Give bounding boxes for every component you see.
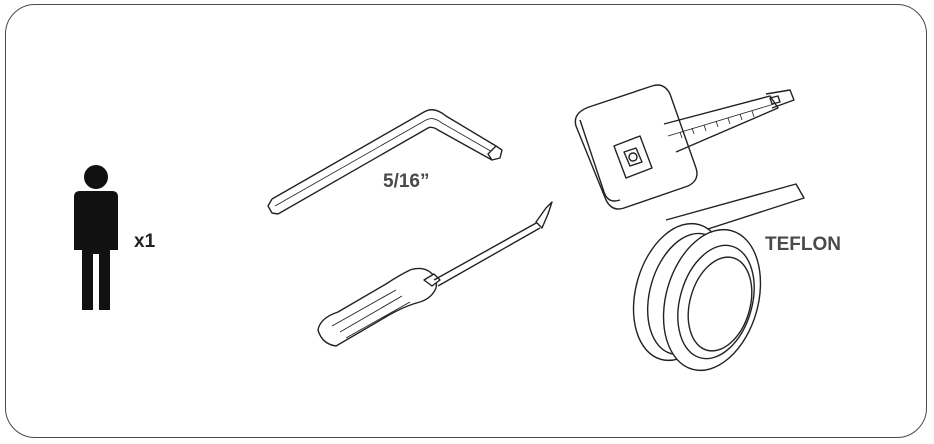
teflon-tape-icon xyxy=(632,183,805,372)
hex-key-icon xyxy=(267,109,503,215)
screwdriver-icon xyxy=(317,201,553,347)
person-icon xyxy=(74,165,118,310)
tools-panel xyxy=(5,4,927,438)
person-count-label: x1 xyxy=(134,231,156,252)
tape-measure-icon xyxy=(574,84,795,210)
teflon-tape-label: TEFLON xyxy=(765,234,841,255)
hex-key-size-label: 5/16” xyxy=(383,171,430,192)
